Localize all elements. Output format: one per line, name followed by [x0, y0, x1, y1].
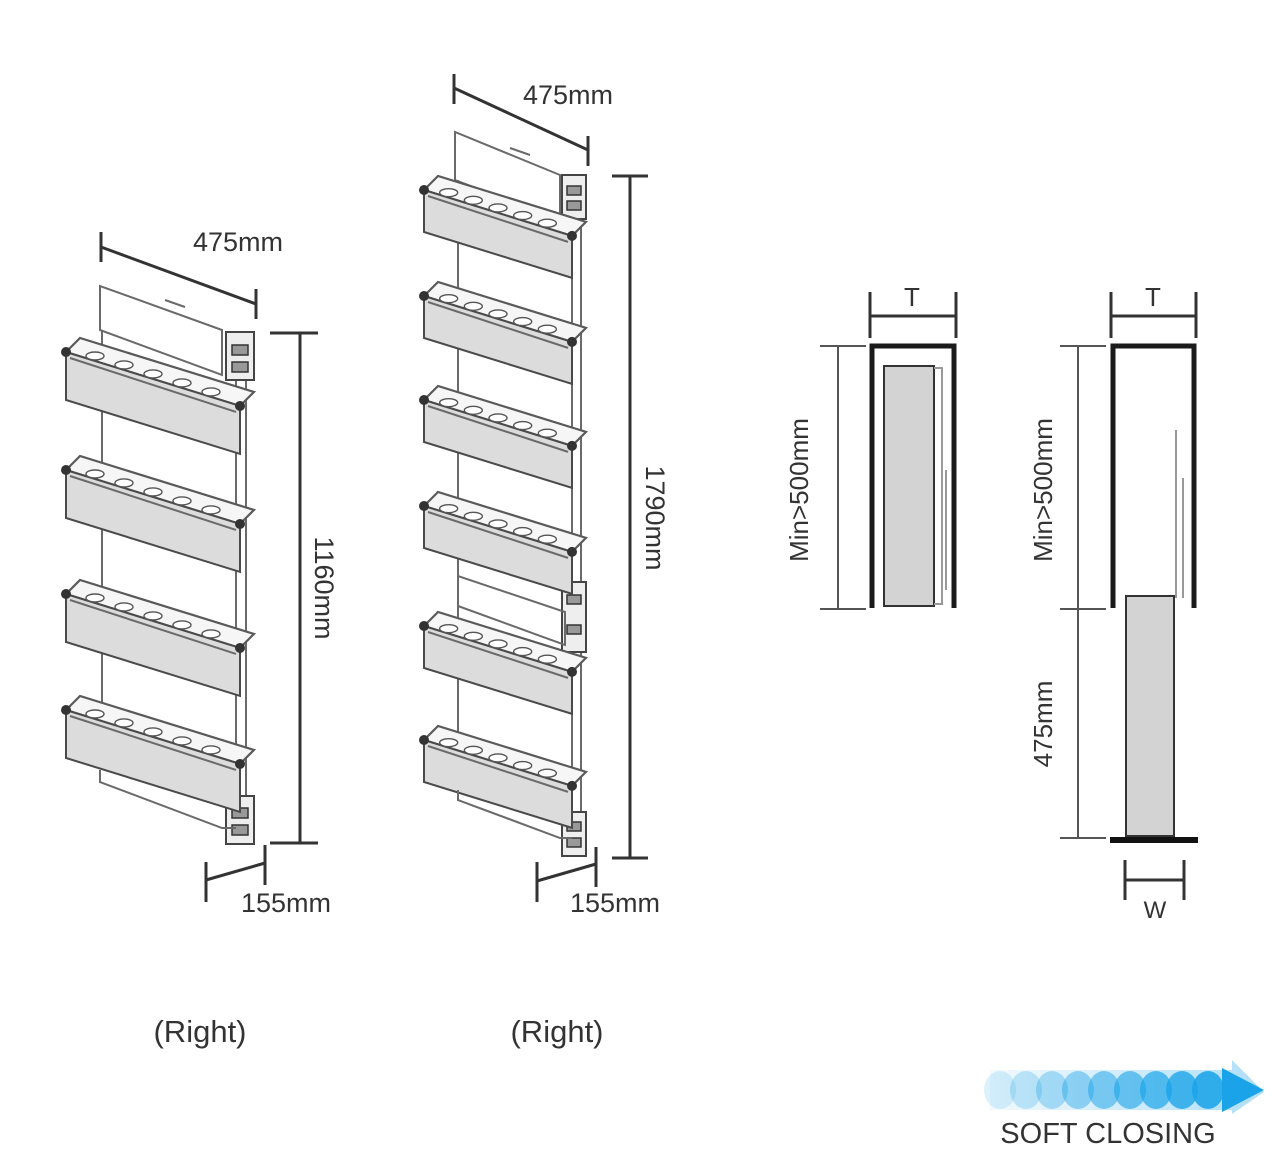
unit1-height-dimension-line — [270, 331, 318, 845]
open-w-label: W — [1144, 897, 1167, 924]
unit2-mid-panel — [457, 574, 566, 647]
closed-pantry-panel — [883, 365, 935, 607]
unit1-base — [99, 770, 236, 829]
unit2-depth-dimension-line — [535, 847, 598, 902]
unit1-tray — [61, 454, 257, 574]
soft-closing-label: SOFT CLOSING — [1000, 1118, 1215, 1150]
open-cabinet-outline — [1110, 343, 1197, 608]
unit1-caption: (Right) — [153, 1014, 246, 1049]
unit1-trays — [61, 336, 257, 814]
closed-t-dimension-line — [868, 292, 958, 338]
unit2-tray — [419, 610, 589, 716]
unit2-tray — [419, 724, 589, 830]
unit1-dimensions: 475mm 1160mm 155mm (Right) — [99, 227, 339, 1049]
unit2-tray — [419, 280, 589, 386]
unit2-top-panel-detail — [509, 147, 531, 156]
open-min-dimension-line — [1060, 345, 1106, 610]
unit2-base — [457, 790, 572, 839]
open-extension-label: 475mm — [1028, 681, 1058, 768]
unit1-width-dimension-line — [99, 232, 258, 319]
unit2-tray — [419, 174, 589, 280]
unit1-height-label: 1160mm — [309, 536, 339, 639]
closed-min-dimension-line — [820, 345, 866, 610]
unit2-depth-label: 155mm — [570, 888, 660, 918]
open-extension-dimension-line — [1060, 609, 1106, 839]
open-t-dimension-line — [1109, 292, 1198, 338]
unit2-width-label: 475mm — [523, 80, 613, 110]
unit1-top-hinge — [225, 331, 255, 381]
unit1-top-panel — [99, 284, 223, 377]
cabinet-open-view: T Min>500mm 475mm W — [1028, 282, 1198, 924]
pantry-unit-tall — [419, 130, 589, 857]
unit1-tray — [61, 336, 257, 456]
closed-t-label: T — [904, 282, 920, 312]
unit1-top-panel-detail — [164, 299, 186, 308]
pantry-unit-small — [61, 284, 257, 845]
unit2-width-dimension-line — [452, 74, 590, 166]
unit1-depth-dimension-line — [204, 845, 267, 902]
unit2-tray — [419, 490, 589, 596]
unit1-tray — [61, 694, 257, 814]
unit2-trays — [419, 174, 589, 830]
cabinet-closed-view: T Min>500mm — [784, 282, 958, 610]
unit2-frame-right-rail — [571, 180, 582, 845]
unit1-depth-label: 155mm — [241, 888, 331, 918]
closed-door-edge — [934, 367, 943, 605]
soft-closing-arrow-icon — [984, 1060, 1264, 1114]
closed-min-label: Min>500mm — [784, 418, 814, 562]
unit2-height-label: 1790mm — [640, 465, 670, 570]
closed-cabinet-outline — [869, 343, 957, 608]
open-w-dimension-line — [1123, 860, 1186, 900]
unit1-tray — [61, 578, 257, 698]
soft-closing-badge: SOFT CLOSING — [984, 1060, 1264, 1150]
unit2-caption: (Right) — [510, 1014, 603, 1049]
unit2-top-hinge — [561, 174, 587, 220]
open-t-label: T — [1145, 282, 1161, 312]
open-min-label: Min>500mm — [1028, 418, 1058, 562]
unit2-dimensions: 475mm 1790mm 155mm (Right) — [452, 74, 670, 1049]
unit2-tray — [419, 384, 589, 490]
unit1-width-label: 475mm — [193, 227, 283, 257]
open-pantry-panel — [1125, 595, 1175, 837]
unit2-height-dimension-line — [612, 174, 648, 860]
